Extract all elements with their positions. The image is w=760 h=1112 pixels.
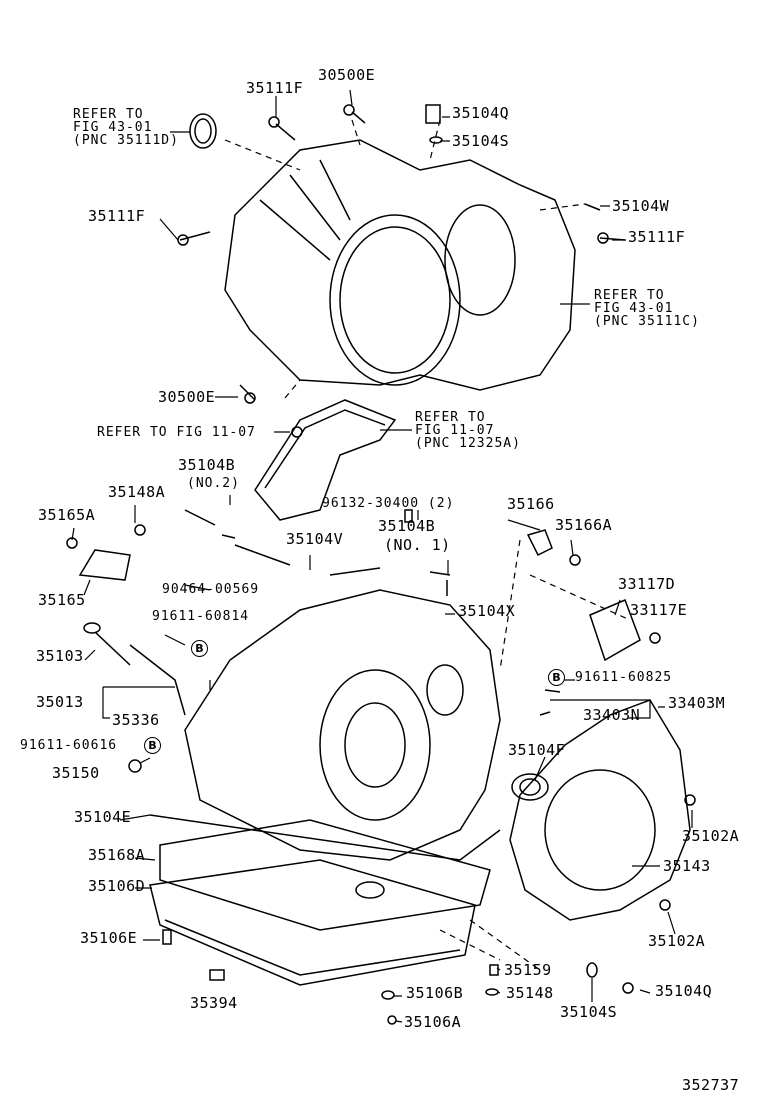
part-label[interactable]: 35104E (74, 808, 132, 826)
part-label[interactable]: 35104X (458, 602, 516, 620)
ref-line: FIG 43-01 (594, 301, 674, 316)
part-label[interactable]: 35159 (504, 961, 552, 979)
oil-pan (149, 819, 491, 986)
ref-line: (PNC 35111D) (73, 133, 179, 148)
part-label[interactable]: 90464-00569 (162, 582, 260, 597)
small-parts (66, 104, 696, 1025)
part-label[interactable]: 35394 (190, 994, 238, 1012)
ref-line: FIG 11-07 (415, 423, 495, 438)
part-label[interactable]: 35166 (507, 495, 555, 513)
part-label[interactable]: 35104W (612, 197, 670, 215)
bolt-marker-b: B (548, 669, 565, 686)
part-label[interactable]: 35143 (663, 857, 711, 875)
part-label[interactable]: 35104S (560, 1003, 618, 1021)
transaxle-housing (224, 139, 576, 391)
part-note: (NO.2) (187, 476, 240, 491)
ref-line: REFER TO (594, 288, 665, 303)
part-label[interactable]: 35106B (406, 984, 464, 1002)
part-label[interactable]: 91611-60616 (20, 738, 118, 753)
part-label[interactable]: 35166A (555, 516, 613, 534)
part-label[interactable]: 35168A (88, 846, 146, 864)
part-label[interactable]: 35106A (404, 1013, 462, 1031)
part-label[interactable]: 35103 (36, 647, 84, 665)
part-label[interactable]: 35148A (108, 483, 166, 501)
part-label[interactable]: 35104B (378, 517, 436, 535)
leader-lines (71, 89, 693, 1023)
ref-line: FIG 43-01 (73, 120, 153, 135)
part-label[interactable]: 96132-30400 (2) (322, 496, 455, 511)
part-note: (NO. 1) (384, 536, 451, 554)
part-label[interactable]: 30500E (158, 388, 216, 406)
part-label[interactable]: 35148 (506, 984, 554, 1002)
ref-line: (PNC 12325A) (415, 436, 521, 451)
part-label[interactable]: 35104S (452, 132, 510, 150)
part-label[interactable]: 35165 (38, 591, 86, 609)
part-label[interactable]: 30500E (318, 66, 376, 84)
part-label[interactable]: 33117D (618, 575, 676, 593)
ref-line: REFER TO (73, 107, 144, 122)
part-label[interactable]: 35150 (52, 764, 100, 782)
part-label[interactable]: 91611-60825 (575, 670, 673, 685)
part-label[interactable]: 35102A (682, 827, 740, 845)
part-label[interactable]: 35104V (286, 530, 344, 548)
ref-line: (PNC 35111C) (594, 314, 700, 329)
diagram-id: 352737 (682, 1076, 740, 1094)
reference-note-fig-11-07-inline: REFER TO FIG 11-07 (97, 425, 256, 440)
side-cover (509, 699, 691, 921)
part-label[interactable]: 35106D (88, 877, 146, 895)
part-label[interactable]: 35013 (36, 693, 84, 711)
part-label[interactable]: 35165A (38, 506, 96, 524)
dashed-leaders (224, 119, 631, 971)
part-label[interactable]: 35104F (508, 741, 566, 759)
transaxle-case (149, 589, 501, 861)
part-label[interactable]: 35111F (246, 79, 304, 97)
part-label[interactable]: 35111F (628, 228, 686, 246)
part-label[interactable]: 33403M (668, 694, 726, 712)
part-label[interactable]: 35104Q (452, 104, 510, 122)
bolt-marker-b: B (144, 737, 161, 754)
part-label[interactable]: 91611-60814 (152, 609, 250, 624)
part-label[interactable]: 35111F (88, 207, 146, 225)
ref-line: REFER TO (415, 410, 486, 425)
part-label[interactable]: 33403N (583, 706, 641, 724)
bracket-drawing (254, 399, 397, 521)
part-label[interactable]: 33117E (630, 601, 688, 619)
bolt-marker-b: B (191, 640, 208, 657)
part-label[interactable]: 35102A (648, 932, 706, 950)
part-label[interactable]: 35104Q (655, 982, 713, 1000)
part-label[interactable]: 35104B (178, 456, 236, 474)
part-label[interactable]: 35106E (80, 929, 138, 947)
part-label[interactable]: 35336 (112, 711, 160, 729)
